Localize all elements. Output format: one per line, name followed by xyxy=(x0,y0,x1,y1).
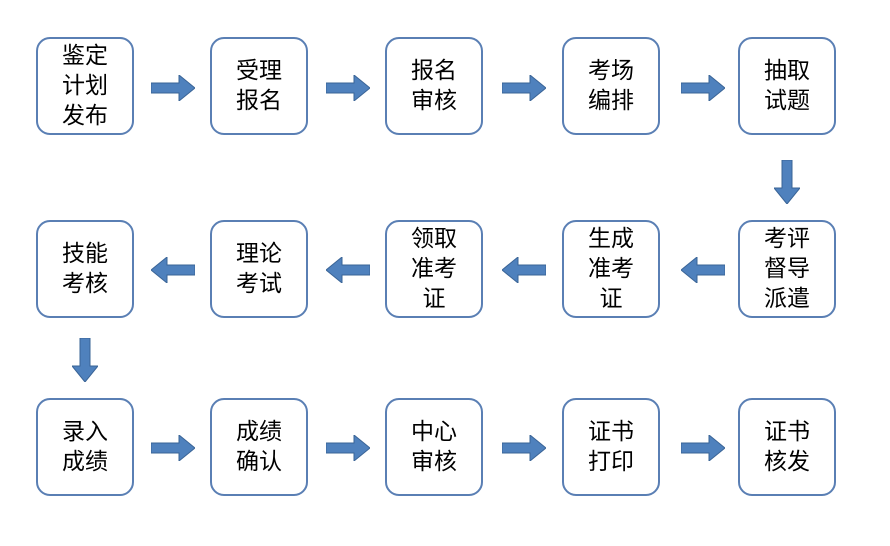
step-theory-exam: 理论考试 xyxy=(210,220,308,318)
step-skill-assessment: 技能考核 xyxy=(36,220,134,318)
arrow-down-icon xyxy=(774,160,800,204)
step-label: 成绩确认 xyxy=(236,419,282,475)
step-label: 证书核发 xyxy=(764,419,810,475)
step-registration-review: 报名审核 xyxy=(385,37,483,135)
arrow-right-icon xyxy=(326,75,370,101)
arrow-left-icon xyxy=(151,257,195,283)
step-print-certificate: 证书打印 xyxy=(562,398,660,496)
arrow-right-icon xyxy=(151,435,195,461)
step-confirm-scores: 成绩确认 xyxy=(210,398,308,496)
arrow-left-icon xyxy=(326,257,370,283)
step-collect-admission-ticket: 领取准考证 xyxy=(385,220,483,318)
step-label: 证书打印 xyxy=(588,419,634,475)
step-generate-admission-ticket: 生成准考证 xyxy=(562,220,660,318)
step-label: 生成准考证 xyxy=(588,226,634,312)
arrow-right-icon xyxy=(502,75,546,101)
step-issue-certificate: 证书核发 xyxy=(738,398,836,496)
step-label: 录入成绩 xyxy=(62,419,108,475)
step-accept-registration: 受理报名 xyxy=(210,37,308,135)
arrow-left-icon xyxy=(502,257,546,283)
step-label: 中心审核 xyxy=(411,419,457,475)
step-draw-questions: 抽取试题 xyxy=(738,37,836,135)
arrow-left-icon xyxy=(681,257,725,283)
step-label: 鉴定计划发布 xyxy=(62,43,108,129)
step-label: 报名审核 xyxy=(411,58,457,114)
arrow-right-icon xyxy=(326,435,370,461)
step-label: 技能考核 xyxy=(62,241,108,297)
arrow-right-icon xyxy=(151,75,195,101)
step-label: 领取准考证 xyxy=(411,226,457,312)
step-enter-scores: 录入成绩 xyxy=(36,398,134,496)
step-label: 考评督导派遣 xyxy=(764,226,810,312)
arrow-down-icon xyxy=(72,338,98,382)
step-label: 理论考试 xyxy=(236,241,282,297)
step-label: 抽取试题 xyxy=(764,58,810,114)
arrow-right-icon xyxy=(681,75,725,101)
step-dispatch-supervisors: 考评督导派遣 xyxy=(738,220,836,318)
step-exam-room-arrangement: 考场编排 xyxy=(562,37,660,135)
step-label: 受理报名 xyxy=(236,58,282,114)
arrow-right-icon xyxy=(681,435,725,461)
step-label: 考场编排 xyxy=(588,58,634,114)
step-appraisal-plan-release: 鉴定计划发布 xyxy=(36,37,134,135)
step-center-review: 中心审核 xyxy=(385,398,483,496)
arrow-right-icon xyxy=(502,435,546,461)
